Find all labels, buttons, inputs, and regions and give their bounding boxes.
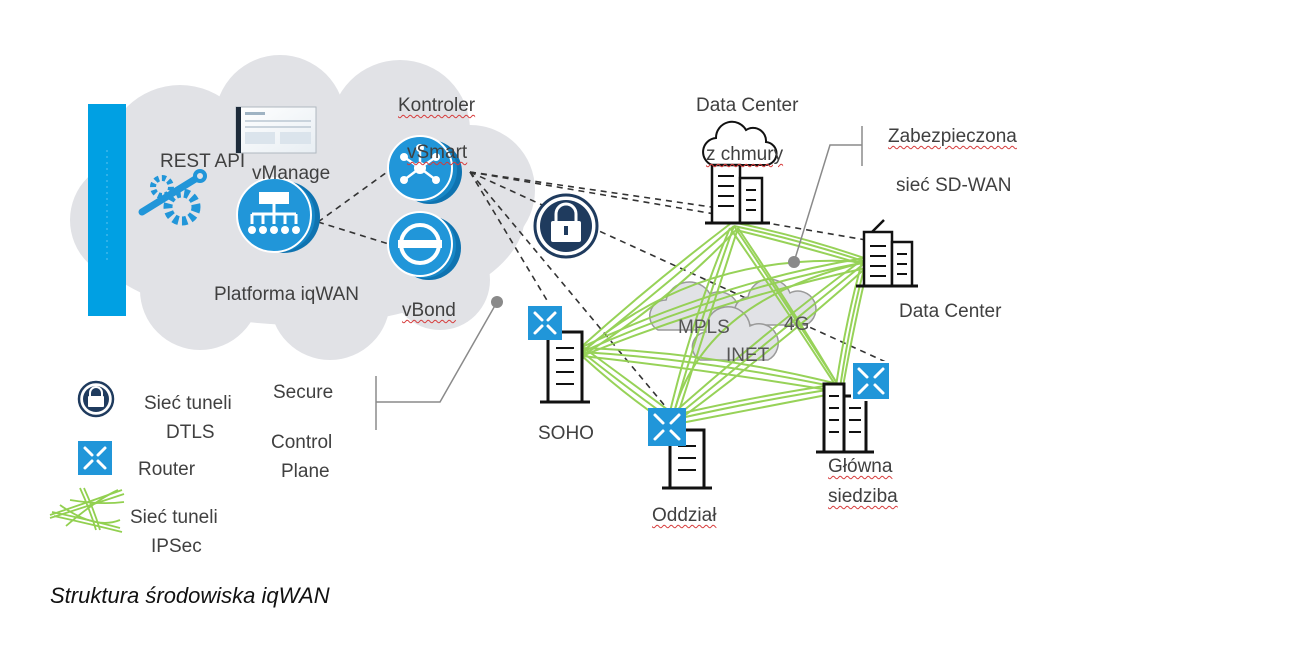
dc-cloud-label-line1: Data Center: [696, 95, 799, 116]
figure-caption: Struktura środowiska iqWAN: [50, 583, 330, 608]
vsmart-icon: [387, 135, 462, 204]
vbond-icon: [387, 211, 461, 280]
legend-ipsec-label-line2: IPSec: [151, 536, 202, 557]
legend-lock-icon: [77, 380, 115, 418]
legend-router-icon: [78, 441, 112, 475]
dc-right-label: Data Center: [899, 301, 1002, 322]
control-links: [317, 166, 889, 413]
control-label: Control: [271, 432, 333, 453]
secure-label: Secure: [273, 382, 334, 403]
legend-router-label: Router: [138, 459, 196, 480]
data-center-building: [856, 219, 918, 288]
mpls-label: MPLS: [678, 317, 730, 338]
inet-label: INET: [726, 345, 770, 366]
router-icon-soho: [528, 306, 562, 340]
legend-dtls-label-line2: DTLS: [166, 422, 215, 443]
glowna-label-line1: Główna: [828, 456, 893, 477]
legend-dtls-label-line1: Sieć tuneli: [144, 393, 232, 414]
kontroler-label: Kontroler: [398, 95, 476, 116]
vmanage-label: vManage: [252, 163, 331, 184]
cloud-outline-icon: [702, 120, 778, 167]
lock-icon: [533, 193, 599, 259]
zabezpieczona-label-line1: Zabezpieczona: [888, 126, 1017, 147]
vbond-label: vBond: [402, 300, 456, 321]
soho-label: SOHO: [538, 423, 594, 444]
gears-icon: [138, 169, 207, 226]
legend-ipsec-mesh-icon: [49, 487, 125, 533]
vsmart-label: vSmart: [407, 142, 468, 163]
rest-api-label: REST API: [160, 151, 246, 172]
data-center-cloud-building: [705, 163, 770, 225]
legend-ipsec-label-line1: Sieć tuneli: [130, 507, 218, 528]
vmanage-screenshot: [235, 106, 317, 154]
callout-lines: [375, 126, 863, 430]
router-icon-oddzial: [648, 408, 686, 446]
soho-building: [540, 330, 590, 404]
platforma-label: Platforma iqWAN: [214, 284, 359, 305]
glowna-siedziba-building: [816, 382, 874, 454]
lte-label: 4G: [784, 314, 810, 335]
dc-cloud-label-line2: z chmury: [706, 144, 784, 165]
vmanage-platform-icon: [236, 177, 320, 253]
plane-label: Plane: [281, 461, 330, 482]
zabezpieczona-label-line2: sieć SD-WAN: [896, 175, 1012, 196]
router-icon-glowna: [851, 361, 891, 401]
glowna-label-line2: siedziba: [828, 486, 898, 507]
oddzial-label: Oddział: [652, 505, 717, 526]
